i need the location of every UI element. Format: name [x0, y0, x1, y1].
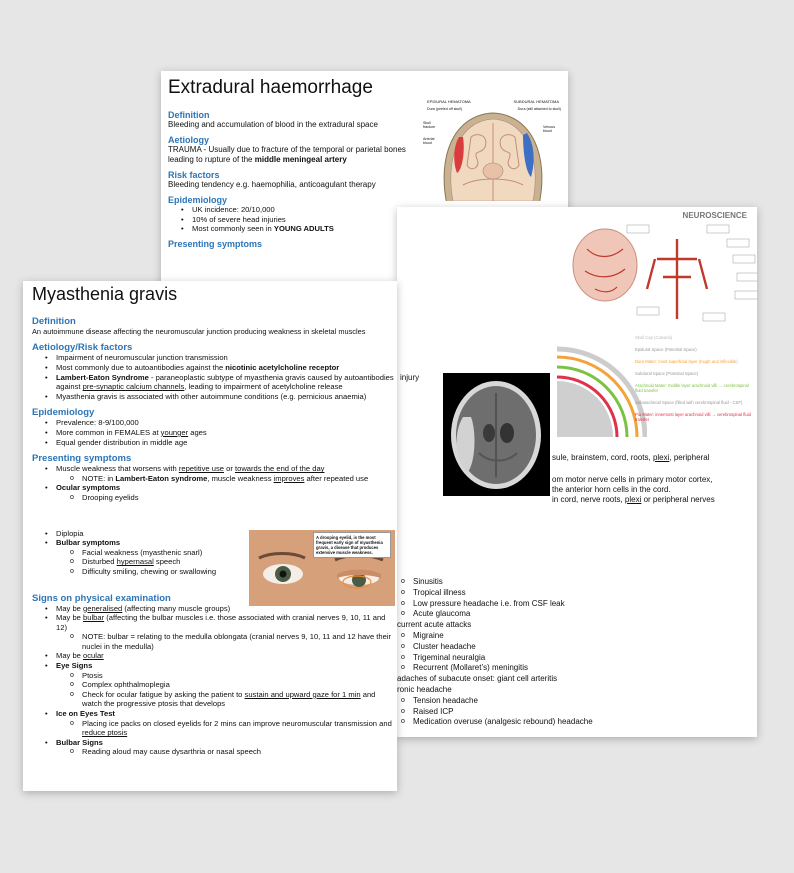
- list-item: Low pressure headache i.e. from CSF leak: [397, 599, 757, 610]
- aetiology-list: Impairment of neuromuscular junction tra…: [32, 353, 394, 401]
- text-line: sule, brainstem, cord, roots, plexi, per…: [552, 453, 710, 462]
- list-item: Prevalence: 8-9/100,000: [32, 418, 394, 428]
- hematoma-figure: EPIDURAL HEMATOMA SUBDURAL HEMATOMA Dura…: [423, 97, 563, 209]
- signs-list: May be generalised (affecting many muscl…: [32, 604, 394, 758]
- list-item: current acute attacks: [397, 620, 472, 630]
- drooping-eyelid-photo: A drooping eyelid, is the most frequent …: [249, 530, 395, 606]
- list-item: Disturbed hypernasal speech: [32, 557, 394, 567]
- list-item: May be bulbar (affecting the bulbar musc…: [32, 613, 394, 632]
- heading-signs: Signs on physical examination: [32, 592, 171, 604]
- list-item: Tropical illness: [397, 588, 757, 599]
- definition-text: Bleeding and accumulation of blood in th…: [168, 120, 378, 129]
- heading-presenting: Presenting symptoms: [32, 453, 132, 465]
- list-item: Equal gender distribution in middle age: [32, 438, 394, 448]
- risk-text: Bleeding tendency e.g. haemophilia, anti…: [168, 180, 376, 189]
- list-item: ronic headache: [397, 684, 452, 694]
- page-header: NEUROSCIENCE: [682, 211, 747, 220]
- text-line: the anterior horn cells in the cord.: [552, 485, 671, 494]
- list-item: Ice on Eyes Test: [32, 709, 394, 719]
- heading-definition: Definition: [168, 110, 210, 120]
- meninges-layer-label: Skull Cap (Calvaria): [635, 335, 673, 340]
- meninges-layer-label: Dura Mater: most superficial layer (toug…: [635, 359, 738, 364]
- list-item: Drooping eyelids: [32, 493, 394, 503]
- list-item: NOTE: bulbar = relating to the medulla o…: [32, 632, 394, 651]
- list-item: Difficulty smiling, chewing or swallowin…: [32, 567, 394, 577]
- list-item: Ocular symptoms: [32, 483, 394, 493]
- list-item: Tension headache: [397, 696, 757, 707]
- page-title: Extradural haemorrhage: [168, 77, 373, 98]
- list-item: Diplopia: [32, 529, 394, 539]
- list-item: Acute glaucoma: [397, 609, 757, 620]
- list-item: Recurrent (Mollaret’s) meningitis: [397, 663, 757, 674]
- list-item: Bulbar Signs: [32, 738, 394, 748]
- brain-arteries-illustration: [572, 224, 757, 322]
- list-item: Raised ICP: [397, 707, 757, 718]
- list-item: 10% of severe head injuries: [168, 215, 418, 225]
- eye-caption: A drooping eyelid, is the most frequent …: [313, 532, 391, 558]
- list-item: Check for ocular fatigue by asking the p…: [32, 690, 394, 709]
- list-item: Complex ophthalmoplegia: [32, 680, 394, 690]
- list-item: More common in FEMALES at younger ages: [32, 428, 394, 438]
- heading-epidemiology: Epidemiology: [168, 195, 228, 205]
- page-title: Myasthenia gravis: [32, 284, 178, 304]
- meninges-figure: Skull Cap (Calvaria) Epidural Space (Pote…: [557, 335, 757, 439]
- list-item: UK incidence: 20/10,000: [168, 205, 418, 215]
- list-item: Lambert-Eaton Syndrome - paraneoplastic …: [32, 373, 394, 392]
- brain-section-illustration: [423, 112, 563, 209]
- definition-text: An autoimmune disease affecting the neur…: [32, 327, 366, 336]
- list-item: Eye Signs: [32, 661, 394, 671]
- figure-label: EPIDURAL HEMATOMA: [427, 99, 471, 104]
- list-item: Facial weakness (myasthenic snarl): [32, 548, 394, 558]
- list-item: NOTE: in Lambert-Eaton syndrome, muscle …: [32, 474, 394, 484]
- list-item: Reading aloud may cause dysarthria or na…: [32, 747, 394, 757]
- list-item: Trigeminal neuralgia: [397, 653, 757, 664]
- list-item: Cluster headache: [397, 642, 757, 653]
- list-item: Most commonly due to autoantibodies agai…: [32, 363, 394, 373]
- meninges-layer-label: Epidural Space (Potential Space): [635, 347, 697, 352]
- epidemiology-list: UK incidence: 20/10,000 10% of severe he…: [168, 205, 418, 234]
- aetiology-text: TRAUMA - Usually due to fracture of the …: [168, 145, 406, 164]
- meninges-layer-label: Arachnoid Mater: middle layer arachnoid …: [635, 383, 749, 393]
- list-item: Ptosis: [32, 671, 394, 681]
- epidemiology-list: Prevalence: 8-9/100,000 More common in F…: [32, 418, 394, 447]
- heading-aetiology: Aetiology/Risk factors: [32, 342, 133, 354]
- meninges-layer-label: Subdural Space (Potential Space): [635, 371, 699, 376]
- heading-aetiology: Aetiology: [168, 135, 210, 145]
- list-item: Myasthenia gravis is associated with oth…: [32, 392, 394, 402]
- figure-label: Arterial blood: [423, 137, 435, 145]
- heading-definition: Definition: [32, 316, 76, 327]
- neuro-text: sule, brainstem, cord, roots, plexi, per…: [552, 453, 752, 505]
- figure-label: SUBDURAL HEMATOMA: [513, 99, 560, 104]
- injury-fragment: injury: [400, 373, 420, 382]
- heading-epidemiology: Epidemiology: [32, 407, 95, 419]
- ct-scan-image: [443, 373, 550, 496]
- meninges-layer-label: Pia Mater: innermost layer arachnoid vil…: [635, 412, 751, 422]
- list-item: Impairment of neuromuscular junction tra…: [32, 353, 394, 363]
- figure-label: Dura (peeled off skull): [427, 107, 463, 111]
- figure-label: Dura (still attached to skull): [517, 107, 561, 111]
- figure-label: Venous blood: [543, 125, 555, 133]
- list-item: May be ocular: [32, 651, 394, 661]
- list-item: Medication overuse (analgesic rebound) h…: [397, 717, 757, 728]
- heading-risk: Risk factors: [168, 170, 220, 180]
- meninges-labels: Skull Cap (Calvaria) Epidural Space (Pote…: [635, 335, 753, 429]
- list-item: Bulbar symptoms: [32, 538, 394, 548]
- figure-label: Skull fracture: [423, 121, 436, 129]
- meninges-arcs: [557, 346, 647, 437]
- list-item: adaches of subacute onset: giant cell ar…: [397, 674, 558, 684]
- list-item: Sinusitis: [397, 577, 757, 588]
- page-myasthenia: Myasthenia gravis Definition An autoimmu…: [23, 281, 397, 791]
- headache-list: SinusitisTropical illnessLow pressure he…: [397, 577, 757, 728]
- list-item: Muscle weakness that worsens with repeti…: [32, 464, 394, 474]
- list-item: Most commonly seen in YOUNG ADULTS: [168, 224, 418, 234]
- list-item: Placing ice packs on closed eyelids for …: [32, 719, 394, 738]
- heading-presenting: Presenting symptoms: [168, 238, 263, 249]
- list-item: May be generalised (affecting many muscl…: [32, 604, 394, 614]
- text-line: om motor nerve cells in primary motor co…: [552, 475, 713, 484]
- meninges-layer-label: Subarachnoid Space (filled with cerebros…: [635, 400, 743, 405]
- presenting-list: Muscle weakness that worsens with repeti…: [32, 464, 394, 576]
- ct-scan-illustration: [451, 381, 541, 489]
- list-item: Migraine: [397, 631, 757, 642]
- text-line: in cord, nerve roots, plexi or periphera…: [552, 495, 715, 504]
